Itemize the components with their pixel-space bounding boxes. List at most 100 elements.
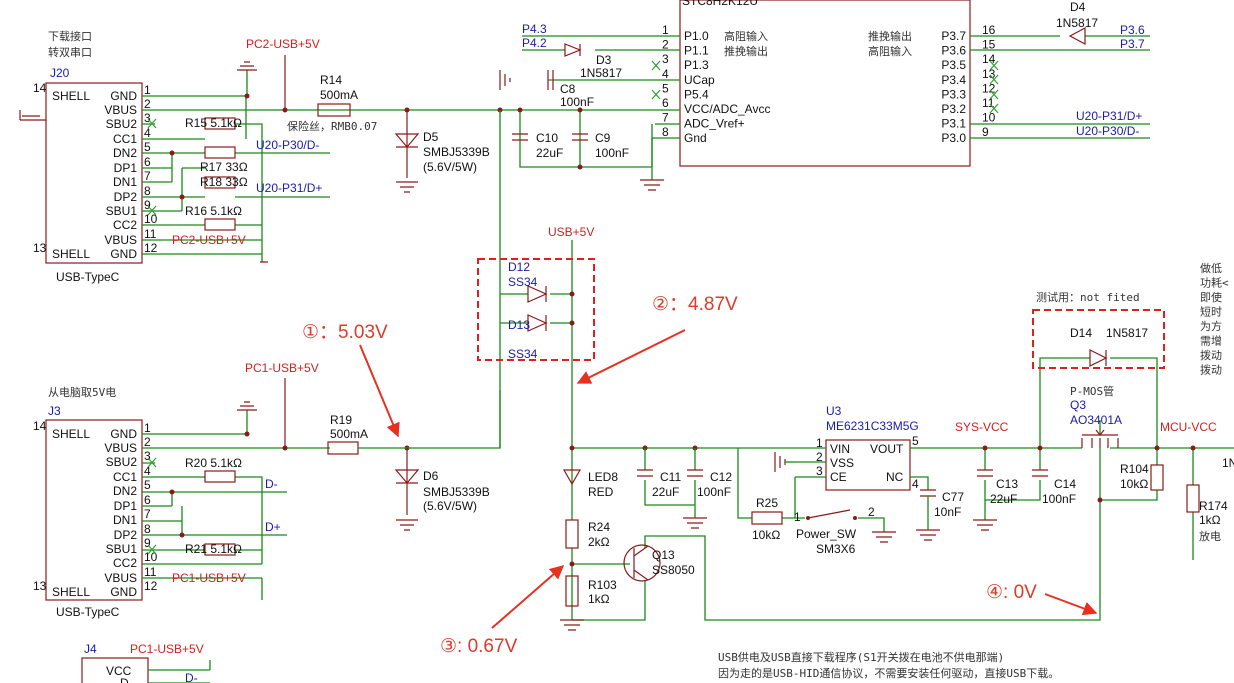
mcu-right-pinnum: 9 — [982, 125, 989, 139]
usb-pin-label: DP2 — [114, 528, 138, 542]
r17-label: R17 33Ω — [200, 160, 248, 174]
u3-part: ME6231C33M5G — [826, 419, 919, 433]
mcu-left-pinnum: 7 — [662, 111, 669, 125]
q13-ref: Q13 — [652, 548, 675, 562]
ldo-u3: U3 ME6231C33M5G VIN VSS CE VOUT NC 1 2 3… — [774, 404, 1040, 541]
usb-pin-label: DP1 — [114, 499, 138, 513]
r104-val: 10kΩ — [1120, 477, 1148, 491]
q13-part: SS8050 — [652, 563, 695, 577]
d12-part: SS34 — [508, 275, 538, 289]
bottom-note-1: USB供电及USB直接下载程序(S1开关拨在电池不供电那端) — [718, 650, 1004, 664]
q3-ref: Q3 — [1070, 398, 1086, 412]
mcu-left-pinnum: 1 — [662, 23, 669, 37]
usb-connector-j3: 从电脑取5V电 J3 USB-TypeC — [45, 386, 143, 619]
ldo-ce: CE — [830, 470, 847, 484]
d4-ref: D4 — [1070, 0, 1086, 14]
usb-pinnum-13: 13 — [33, 241, 47, 255]
power-switch: R25 10kΩ 1 2 Power_SW SM3X6 — [737, 448, 896, 556]
usb-pin-number: 9 — [144, 536, 151, 550]
net-p37: P3.7 — [1120, 37, 1145, 51]
j3-body — [45, 419, 143, 601]
annotation-3: ③: 0.67V — [440, 636, 518, 657]
d5-part: SMBJ5339B — [423, 145, 490, 159]
j4-d: D — [120, 676, 129, 683]
d6-part: SMBJ5339B — [423, 485, 490, 499]
d6-spec: (5.6V/5W) — [423, 499, 477, 513]
net-u20-p31-dp-left: U20-P31/D+ — [256, 181, 322, 195]
j4-net: PC1-USB+5V — [130, 642, 204, 656]
r103-val: 1kΩ — [588, 592, 610, 606]
usb-pin-label: VBUS — [104, 441, 137, 455]
led8-ref: LED8 — [588, 470, 618, 484]
usb-pin-label: DN1 — [113, 175, 137, 189]
d3-ref: D3 — [596, 53, 612, 67]
side-note-line: 拨动 — [1200, 348, 1222, 362]
r19-val: 500mA — [330, 427, 368, 441]
usb-pin-label: DN2 — [113, 484, 137, 498]
voltage-annotations: ①：5.03V ②：4.87V ③: 0.67V ④: 0V — [302, 294, 1098, 657]
pmos-note: P-MOS管 — [1070, 384, 1114, 398]
r25-ref: R25 — [756, 496, 778, 510]
net-pc2-usb5v-label: PC2-USB+5V — [172, 233, 246, 247]
d5-spec: (5.6V/5W) — [423, 160, 477, 174]
usb-pin-number: 12 — [144, 241, 158, 255]
r174-val: 1kΩ — [1199, 513, 1221, 527]
j4-ref: J4 — [84, 642, 97, 656]
mcu-right-pin: P3.0 — [941, 131, 966, 145]
usb-pin-number: 3 — [144, 449, 151, 463]
usb-pin-label: CC2 — [113, 218, 137, 232]
usb-pin-number: 12 — [144, 579, 158, 593]
d6-ref: D6 — [423, 469, 439, 483]
usb-pinnum-14: 14 — [33, 419, 47, 433]
ldo-pin4: 4 — [912, 477, 919, 491]
mcu-left-pin: P1.0 — [684, 29, 709, 43]
mcu-right-pinnum: 15 — [982, 38, 996, 52]
mode-pp-out-r: 推挽输出 — [868, 29, 912, 43]
net-u20-p30: U20-P30/D- — [1076, 124, 1139, 138]
usb-pin-number: 2 — [144, 97, 151, 111]
note-download-port: 下载接口 — [48, 30, 92, 43]
annotation-1: ①：5.03V — [302, 322, 388, 343]
usb-pin-number: 7 — [144, 507, 151, 521]
r19-ref: R19 — [330, 413, 352, 427]
usb-pin-label: VBUS — [104, 571, 137, 585]
usb-pin-label: GND — [110, 247, 137, 261]
mcu-right-pin: P3.2 — [941, 102, 966, 116]
mcu-right-pinnum: 14 — [982, 52, 996, 66]
u3-ref: U3 — [826, 404, 842, 418]
c8-val: 100nF — [560, 95, 594, 109]
r16-label: R16 5.1kΩ — [185, 204, 242, 218]
mcu-peripheral-wiring: P4.3 P4.2 D3 1N5817 C8 100nF C10 22uF C9… — [497, 0, 1150, 191]
mcu-left-pinnum: 4 — [662, 67, 669, 81]
d13-part: SS34 — [508, 347, 538, 361]
usb-pin-label: VBUS — [104, 103, 137, 117]
usb-pin-number: 10 — [144, 212, 158, 226]
led8-color: RED — [588, 485, 614, 499]
usb-pin-label: SBU2 — [106, 117, 138, 131]
c77-ref: C77 — [942, 490, 964, 504]
ldo-pin2: 2 — [816, 450, 823, 464]
usb-pin-label: SBU1 — [106, 542, 138, 556]
input-caps: C11 22uF C12 100nF — [637, 448, 732, 529]
mcu-stc8h2k12u: STC8H2K12U 高阻输入 推挽输出 推挽输出 高阻输入 — [679, 0, 971, 167]
net-p36: P3.6 — [1120, 23, 1145, 37]
usb-pin-label: CC2 — [113, 556, 137, 570]
c10-ref: C10 — [536, 131, 558, 145]
j20-footprint: USB-TypeC — [56, 270, 120, 284]
usb-pin-label: SBU1 — [106, 204, 138, 218]
j4-vcc: VCC — [106, 664, 132, 678]
c11-val: 22uF — [652, 485, 679, 499]
or-diode-block: USB+5V D12 SS34 D13 SS34 — [477, 110, 595, 448]
connector-j4: J4 PC1-USB+5V VCC D D- — [81, 642, 211, 683]
r174-note: 放电 — [1199, 529, 1221, 543]
side-note-line: 需增 — [1200, 334, 1222, 348]
mcu-right-pin: P3.4 — [941, 73, 966, 87]
mcu-right-pin: P3.6 — [941, 44, 966, 58]
d13-ref: D13 — [508, 318, 530, 332]
mcu-title: STC8H2K12U — [682, 0, 758, 8]
net-dm: D- — [265, 477, 278, 491]
